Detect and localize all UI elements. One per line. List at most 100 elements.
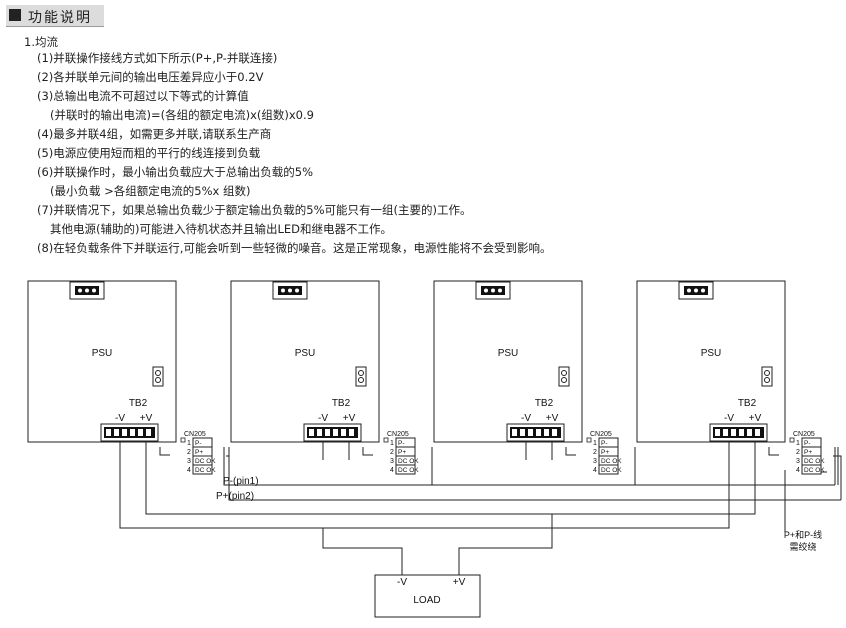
cn-pin-num: 4 (390, 467, 394, 474)
load-label: LOAD (413, 595, 440, 606)
cn-pin-num: 3 (796, 458, 800, 465)
section-header: 功能说明 (6, 5, 104, 27)
psu-top-connector-pin (92, 288, 96, 293)
ground-wire (159, 447, 170, 456)
cn-pin-num: 1 (593, 440, 597, 447)
cn-pin-label: DC OK (601, 467, 622, 474)
cn-pin-label: P+ (804, 449, 812, 456)
psu-side-switch-dot (358, 377, 364, 383)
psu-box (27, 280, 177, 443)
terminal-screw (106, 429, 111, 436)
tb-label: TB2 (535, 398, 554, 409)
psu-top-connector-pin (288, 288, 292, 293)
terminal-screw (528, 429, 533, 436)
note-line: (1)并联操作接线方式如下所示(P+,P-并联连接) (37, 51, 278, 65)
tb-pos-label: +V (343, 413, 356, 424)
cn-pin-label: P- (398, 440, 405, 447)
terminal-screw (341, 429, 346, 436)
cn-pin-box (801, 464, 822, 475)
wire-neg-bus (119, 460, 730, 529)
psu-side-switch (761, 366, 773, 387)
psu-top-connector-pin (295, 288, 299, 293)
cn-pin-num: 3 (390, 458, 394, 465)
psu-side-switch-dot (155, 370, 161, 376)
cn-label: CN205 (590, 431, 612, 438)
cn-pin-label: DC OK (804, 458, 825, 465)
cn-pin-label: DC OK (398, 458, 419, 465)
cn-pin-label: P+ (398, 449, 406, 456)
twist-note-line2: 需绞绕 (789, 541, 816, 552)
note-line: (5)电源应使用短而粗的平行的线连接到负载 (37, 146, 261, 160)
psu-top-connector-pin (687, 288, 691, 293)
terminal-block-body (307, 427, 358, 438)
tb-neg-label: -V (521, 413, 531, 424)
cn-label: CN205 (387, 431, 409, 438)
note-line: (6)并联操作时，最小输出负载应大于总输出负载的5% (37, 165, 314, 179)
psu-box (636, 280, 786, 443)
terminal-screw (122, 429, 127, 436)
psu-top-connector-pin (78, 288, 82, 293)
cn-pin-num: 2 (390, 449, 394, 456)
cn-pin-label: DC OK (601, 458, 622, 465)
psu-top-connector-pin (701, 288, 705, 293)
psu-top-connector-pin (694, 288, 698, 293)
load-neg-label: -V (397, 577, 407, 588)
psu-label: PSU (498, 348, 519, 359)
psu-top-connector-pin (281, 288, 285, 293)
cn-pin-label: P+ (195, 449, 203, 456)
note-line: (7)并联情况下，如果总输出负载少于额定输出负载的5%可能只有一组(主要的)工作… (37, 203, 472, 217)
psu-top-connector-pin (85, 288, 89, 293)
terminal-screw (512, 429, 517, 436)
tb-label: TB2 (738, 398, 757, 409)
cn-pin-label: P+ (601, 449, 609, 456)
psu-label: PSU (701, 348, 722, 359)
tb-label: TB2 (129, 398, 148, 409)
tb-neg-label: -V (724, 413, 734, 424)
tb-pos-label: +V (749, 413, 762, 424)
wire-load-neg (322, 528, 403, 575)
psu-side-switch (558, 366, 570, 387)
note-line: (并联时的输出电流)=(各组的额定电流)x(组数)x0.9 (50, 108, 314, 122)
ground-wire (565, 447, 576, 456)
ground-wire (362, 447, 373, 456)
note-line: (4)最多并联4组，如需更多并联,请联系生产商 (37, 127, 272, 141)
cn-marker (586, 437, 592, 443)
wire-pos-bus (145, 460, 756, 515)
cn-pin-num: 4 (187, 467, 191, 474)
twist-note-line1: P+和P-线 (784, 529, 822, 540)
wire-p-plus-end (833, 455, 842, 500)
note-line: (8)在轻负载条件下并联运行,可能会听到一些轻微的噪音。这是正常现象，电源性能将… (37, 241, 552, 255)
section-title: 功能说明 (28, 10, 92, 26)
tb-label: TB2 (332, 398, 351, 409)
psu-label: PSU (92, 348, 113, 359)
terminal-screw (520, 429, 525, 436)
cn-marker (383, 437, 389, 443)
ground-wire (768, 447, 779, 456)
pin1-label: P-(pin1) (223, 476, 259, 487)
terminal-screw (114, 429, 119, 436)
psu-side-switch (355, 366, 367, 387)
psu-side-switch-dot (358, 370, 364, 376)
cn-pin-label: P- (601, 440, 608, 447)
square-bullet-icon (9, 9, 21, 21)
cn-pin-box (192, 464, 213, 475)
cn-pin-box (598, 464, 619, 475)
terminal-screw (325, 429, 330, 436)
terminal-block-body (713, 427, 764, 438)
terminal-screw (309, 429, 314, 436)
cn-marker (789, 437, 795, 443)
terminal-screw (755, 429, 760, 436)
psu-side-switch-dot (561, 377, 567, 383)
load-pos-label: +V (453, 577, 466, 588)
wire-p-plus-bus (226, 455, 841, 501)
psu-top-connector-pin (491, 288, 495, 293)
cn-pin-num: 2 (796, 449, 800, 456)
terminal-screw (731, 429, 736, 436)
cn-pin-num: 3 (187, 458, 191, 465)
cn-label: CN205 (184, 431, 206, 438)
cn-pin-num: 2 (593, 449, 597, 456)
cn-pin-box (395, 464, 416, 475)
psu-top-connector-pin (484, 288, 488, 293)
cn-pin-num: 1 (390, 440, 394, 447)
psu-box (433, 280, 583, 443)
